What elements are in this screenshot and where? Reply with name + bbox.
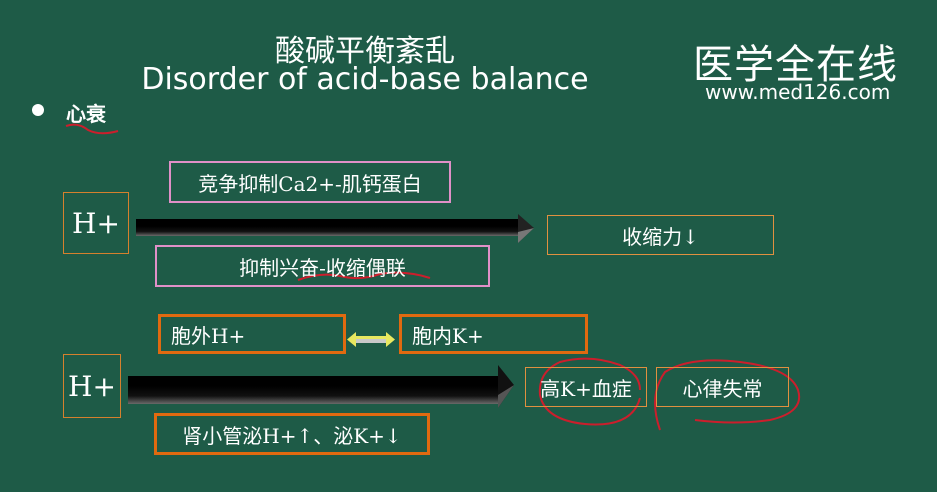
h-ion-box-top: H+ — [63, 192, 129, 254]
result-contractility-decrease: 收缩力↓ — [547, 215, 774, 255]
arrow-h-to-hyperkalemia — [128, 365, 514, 408]
label-intracellular-k: 胞内K+ — [399, 314, 588, 354]
label-excitation-contraction-coupling: 抑制兴奋-收缩偶联 — [155, 245, 490, 287]
brand-logo-text: 医学全在线 — [693, 42, 898, 88]
arrow-h-to-contractility — [136, 214, 534, 243]
label-competitive-inhibition: 竞争抑制Ca2+-肌钙蛋白 — [169, 161, 451, 203]
annotation-circle-hyperkalemia — [538, 357, 641, 426]
result-arrhythmia: 心律失常 — [656, 367, 789, 407]
bullet-heart-failure: 心衰 — [66, 102, 106, 126]
double-arrow-exchange — [347, 332, 395, 347]
brand-url: www.med126.com — [705, 80, 891, 104]
label-renal-tubule-secretion: 肾小管泌H+↑、泌K+↓ — [154, 413, 430, 455]
bullet-dot — [32, 104, 44, 116]
h-ion-box-bottom: H+ — [63, 354, 121, 418]
slide-title-chinese: 酸碱平衡紊乱 — [275, 34, 455, 69]
result-hyperkalemia: 高K+血症 — [525, 367, 647, 407]
annotation-underline-coupling — [297, 271, 431, 281]
label-extracellular-h: 胞外H+ — [158, 314, 346, 354]
annotation-circle-arrhythmia — [654, 359, 801, 431]
annotation-underline-bullet — [65, 123, 119, 135]
slide-title-english: Disorder of acid-base balance — [141, 62, 589, 97]
